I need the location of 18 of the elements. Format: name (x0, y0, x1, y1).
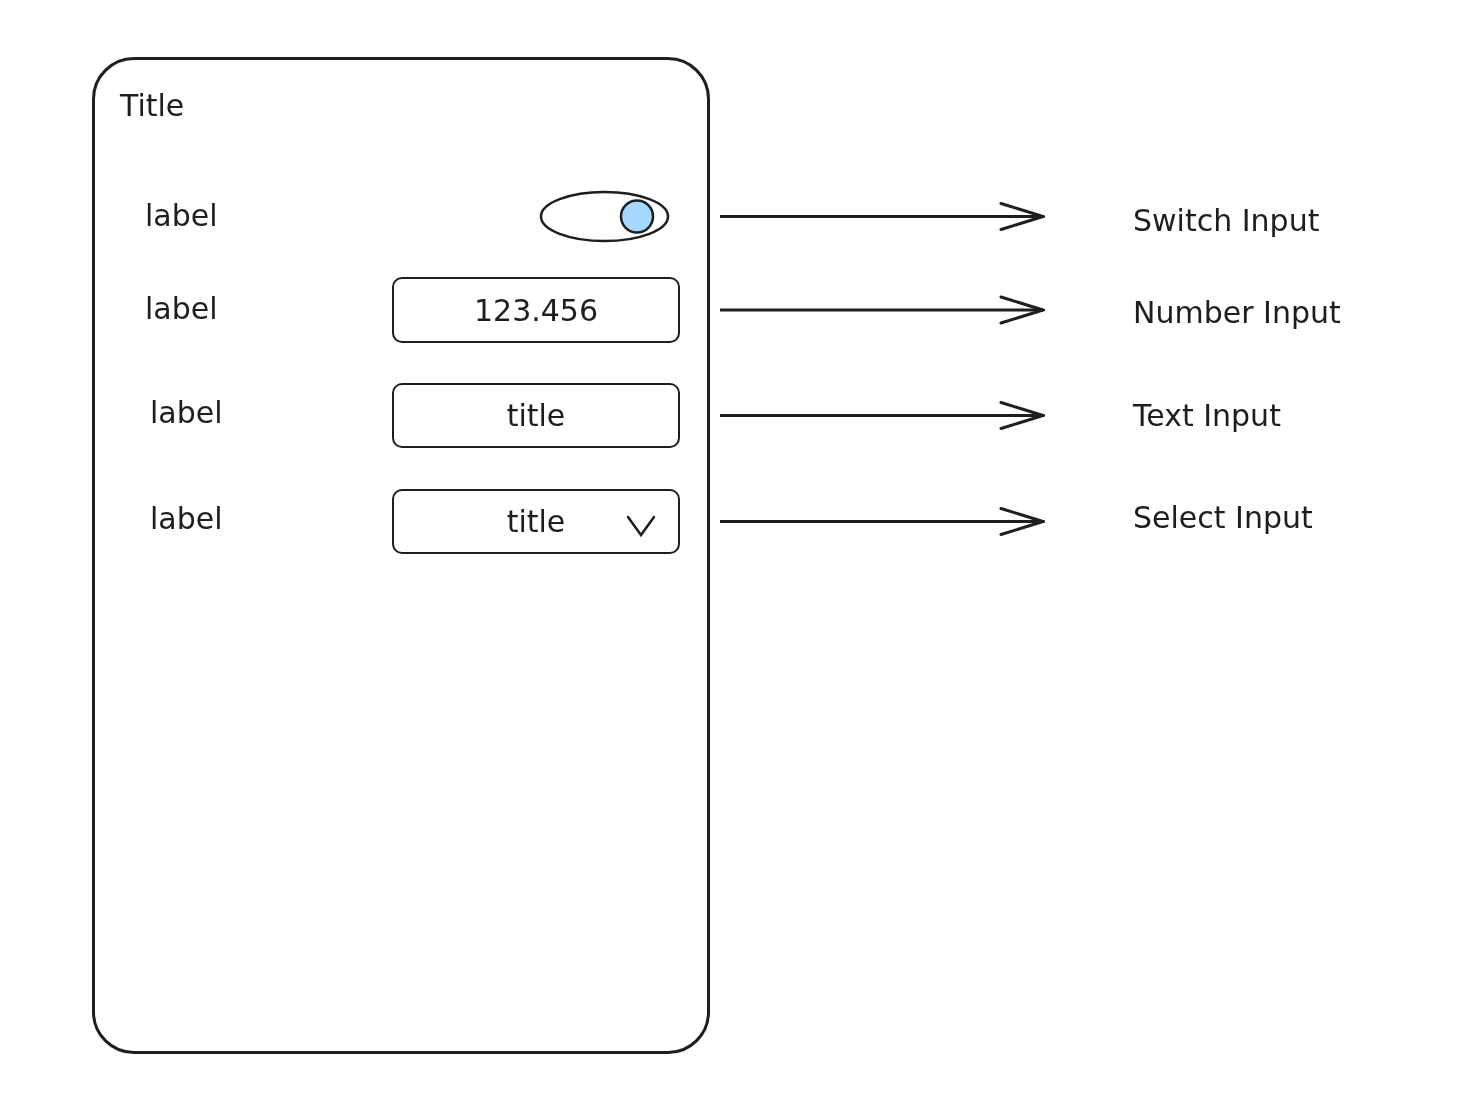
toggle-switch (539, 190, 670, 243)
arrow (720, 401, 1045, 430)
annotation-text: Select Input (1133, 500, 1313, 535)
select-field: title (392, 489, 680, 554)
arrow (720, 507, 1045, 536)
card-title: Title (120, 88, 185, 123)
annotation-text: Text Input (1133, 398, 1281, 433)
field-label: label (150, 501, 223, 536)
field-label: label (145, 291, 218, 326)
input-field: 123.456 (392, 277, 680, 343)
field-label: label (145, 198, 218, 233)
arrow (720, 295, 1045, 325)
annotation-text: Switch Input (1133, 203, 1320, 238)
annotation-text: Number Input (1133, 295, 1341, 330)
field-label: label (150, 395, 223, 430)
input-field: title (392, 383, 680, 448)
card-panel (92, 57, 710, 1054)
arrow (720, 202, 1045, 231)
